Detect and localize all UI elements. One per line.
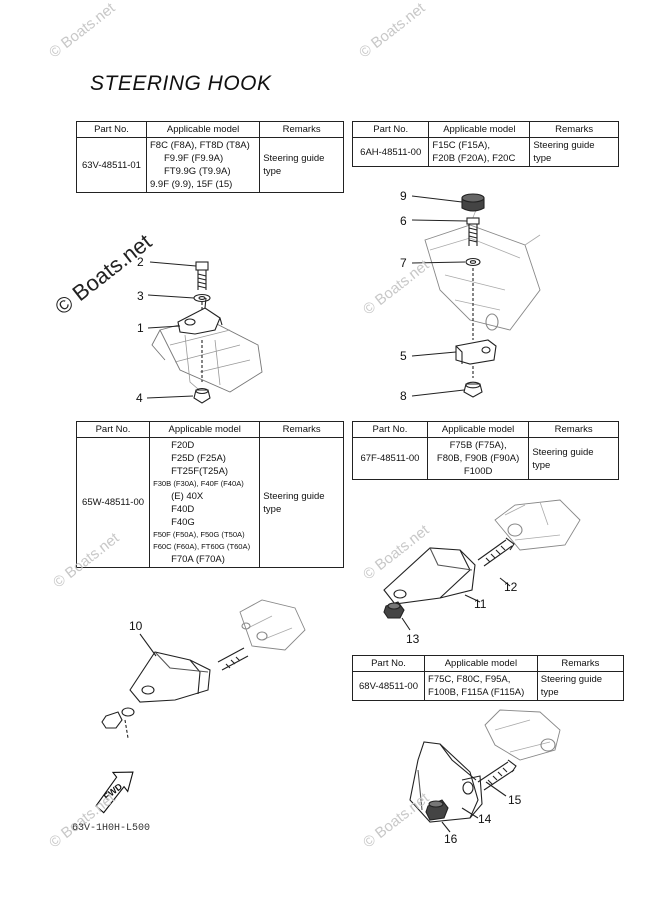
remarks: Steering guide type xyxy=(529,137,619,167)
callout-10: 10 xyxy=(129,619,143,633)
model-line: F20D xyxy=(171,440,195,451)
part-number: 67F-48511-00 xyxy=(352,437,428,480)
model-line: F60C (F60A), FT60G (T60A) xyxy=(153,542,251,551)
parts-table-65w: Part No. Applicable model Remarks 65W-48… xyxy=(75,421,344,568)
model-line: F9.9F (F9.9A) xyxy=(163,153,224,164)
remarks: Steering guide type xyxy=(528,437,619,480)
page-code: 63V-1H0H-L500 xyxy=(72,823,151,834)
callout-16: 16 xyxy=(444,832,458,846)
part-number: 65W-48511-00 xyxy=(75,437,151,568)
parts-table-68v: Part No. Applicable model Remarks 68V-48… xyxy=(351,655,625,701)
callout-9: 9 xyxy=(400,189,407,203)
callout-2: 2 xyxy=(137,255,144,269)
assembly-e: 15 14 16 xyxy=(409,709,561,846)
callout-14: 14 xyxy=(478,812,492,826)
page-title: STEERING HOOK xyxy=(90,72,272,95)
applicable-models: F8C (F8A), FT8D (T8A) F9.9F (F9.9A) FT9.… xyxy=(145,137,261,193)
parts-table-67f: Part No. Applicable model Remarks 67F-48… xyxy=(352,421,619,480)
model-line: F100B, F115A (F115A) xyxy=(428,687,525,698)
remarks: Steering guide type xyxy=(536,671,625,701)
model-line: F40G xyxy=(171,517,195,528)
model-line: F70A (F70A) xyxy=(171,554,225,565)
callout-15: 15 xyxy=(508,793,522,807)
model-line: F8C (F8A), FT8D (T8A) xyxy=(149,140,250,151)
applicable-models: F15C (F15A), F20B (F20A), F20C xyxy=(428,137,531,167)
callout-12: 12 xyxy=(504,580,518,594)
callout-3: 3 xyxy=(137,289,144,303)
model-line: FT9.9G (T9.9A) xyxy=(163,166,231,177)
callout-8: 8 xyxy=(400,389,407,403)
callout-7: 7 xyxy=(400,256,407,270)
callout-6: 6 xyxy=(400,214,407,228)
part-number: 68V-48511-00 xyxy=(351,671,426,701)
assembly-a: 2 3 1 4 xyxy=(136,255,263,405)
model-line: F30B (F30A), F40F (F40A) xyxy=(153,479,244,488)
assembly-d: 10 xyxy=(101,599,306,739)
model-line: F20B (F20A), F20C xyxy=(432,153,516,164)
remarks: Steering guide type xyxy=(259,137,344,193)
model-line: F80B, F90B (F90A) xyxy=(436,453,520,464)
model-line: F75B (F75A), xyxy=(449,440,507,451)
model-line: 9.9F (9.9), 15F (15) xyxy=(149,179,233,190)
model-line: F50F (F50A), F50G (T50A) xyxy=(153,530,245,539)
model-line: F15C (F15A), xyxy=(432,140,490,151)
part-number: 63V-48511-01 xyxy=(76,137,147,193)
parts-table-63v: Part No. Applicable model Remarks 63V-48… xyxy=(76,121,344,193)
model-line: F25D (F25A) xyxy=(171,453,226,464)
applicable-models: F20D F25D (F25A) FT25F(T25A) F30B (F30A)… xyxy=(149,437,261,568)
callout-5: 5 xyxy=(400,349,407,363)
parts-table-6ah: Part No. Applicable model Remarks 6AH-48… xyxy=(351,121,619,167)
model-line: F40D xyxy=(171,504,195,515)
assembly-b: 9 6 7 5 8 xyxy=(400,189,541,403)
model-line: FT25F(T25A) xyxy=(171,466,229,477)
model-line: (E) 40X xyxy=(171,491,204,502)
part-number: 6AH-48511-00 xyxy=(351,137,430,167)
callout-4: 4 xyxy=(136,391,143,405)
callout-13: 13 xyxy=(406,632,420,646)
model-line: F100D xyxy=(463,466,493,477)
callout-11: 11 xyxy=(474,597,487,611)
remarks: Steering guide type xyxy=(259,437,344,568)
model-line: F75C, F80C, F95A, xyxy=(428,674,511,685)
assembly-c: 12 11 13 xyxy=(383,499,581,646)
applicable-models: F75B (F75A), F80B, F90B (F90A) F100D xyxy=(426,437,530,480)
callout-1: 1 xyxy=(137,321,144,335)
